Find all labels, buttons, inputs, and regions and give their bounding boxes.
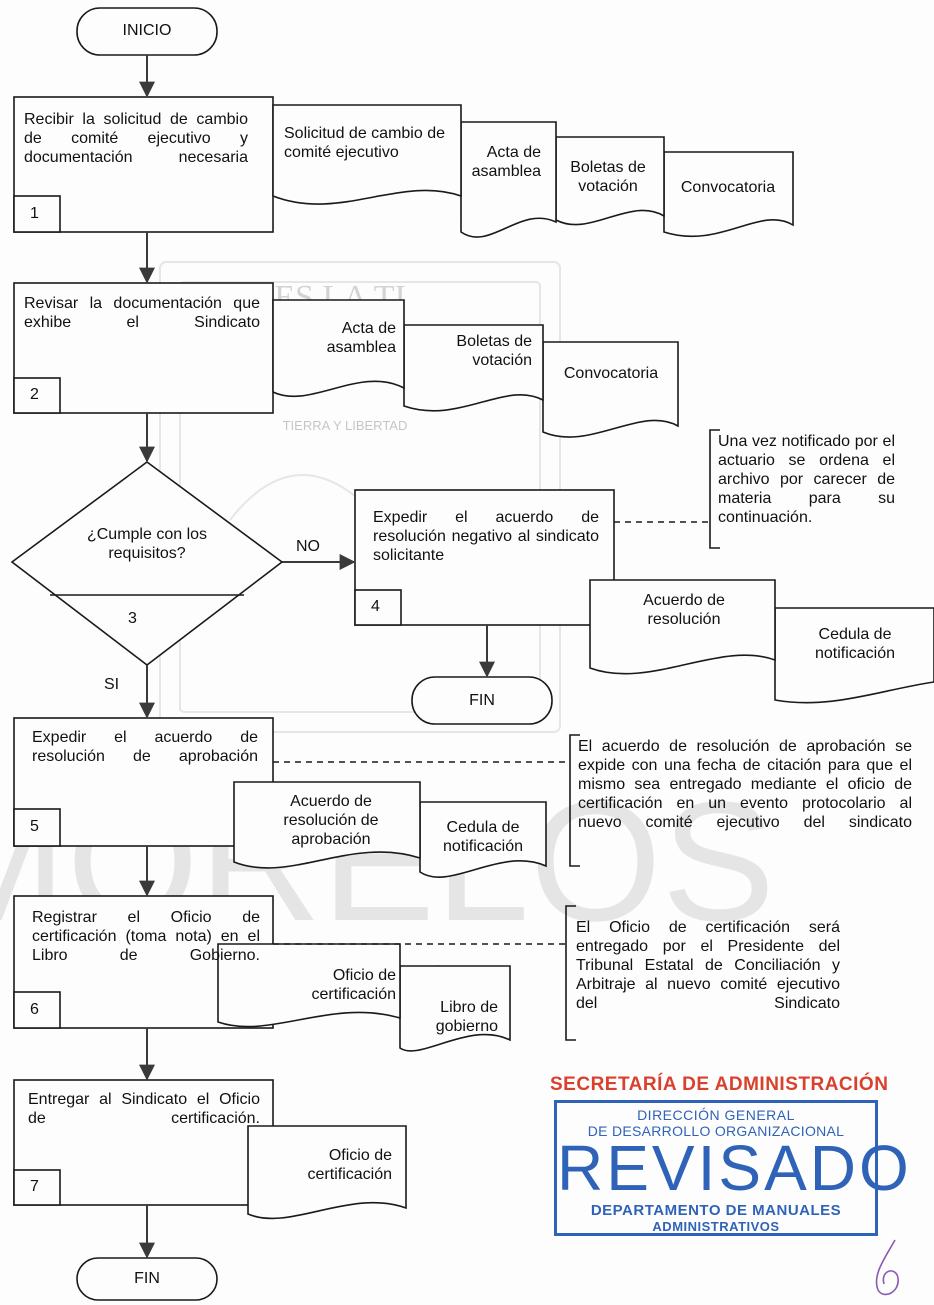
doc-step5-cedula: [419, 801, 547, 878]
note-bracket-5: [569, 734, 580, 867]
step-number-box-6: [13, 991, 61, 1029]
doc-step4-cedula-label: Cedula de notificación: [814, 626, 896, 662]
decision-number: 3: [128, 610, 137, 627]
step-4-number: 4: [371, 598, 380, 615]
doc-step1-convocatoria: [663, 151, 794, 238]
note-bracket-4: [709, 429, 720, 549]
doc-step1-acta-label: Acta de asamblea: [471, 144, 541, 180]
step-1-number: 1: [30, 205, 39, 222]
start-label: INICIO: [122, 22, 172, 39]
step-number-box-5: [13, 808, 61, 847]
stamp-line-3: DEPARTAMENTO DE MANUALES: [590, 1202, 842, 1219]
stamp-line-1: DIRECCIÓN GENERAL: [637, 1107, 795, 1123]
doc-step6-oficio: [217, 943, 401, 1028]
step-number-box-7: [13, 1169, 61, 1206]
doc-step5-acuerdo: [233, 781, 421, 869]
doc-step7-oficio: [247, 1125, 407, 1220]
doc-step2-convocatoria-label: Convocatoria: [563, 365, 659, 382]
doc-step7-oficio-label: Oficio de certificación: [307, 1147, 392, 1183]
step-number-box-2: [13, 377, 61, 414]
doc-step5-acuerdo-label: Acuerdo de resolución de aprobación: [283, 793, 379, 848]
doc-step6-libro-label: Libro de gobierno: [435, 999, 498, 1035]
stamp-revisado: REVISADO: [557, 1132, 912, 1204]
end-main-label: FIN: [134, 1270, 160, 1287]
step-2-number: 2: [30, 386, 39, 403]
doc-step1-acta: [460, 121, 557, 238]
step-1-text: Recibir la solicitud de cambio de comité…: [24, 111, 248, 166]
doc-step2-boletas-label: Boletas de votación: [456, 333, 532, 369]
step-7-text: Entregar al Sindicato el Oficio de certi…: [28, 1091, 260, 1127]
doc-step1-solicitud-label: Solicitud de cambio de comité ejecutivo: [284, 125, 445, 161]
decision-yes-label: SI: [104, 676, 120, 693]
doc-step2-convocatoria: [542, 341, 679, 438]
step-6-text: Registrar el Oficio de certificación (to…: [32, 909, 260, 964]
step-6-number: 6: [30, 1001, 39, 1018]
signature-mark: [875, 1239, 899, 1296]
step-number-box-4: [354, 589, 402, 626]
doc-step2-acta: [272, 299, 405, 398]
doc-step1-convocatoria-label: Convocatoria: [680, 179, 776, 196]
doc-step1-solicitud: [272, 104, 462, 205]
stamp-header: SECRETARÍA DE ADMINISTRACIÓN: [550, 1074, 889, 1095]
doc-step5-cedula-label: Cedula de notificación: [442, 819, 524, 855]
stamp-line-2: DE DESARROLLO ORGANIZACIONAL: [587, 1123, 845, 1139]
note-bracket-6: [565, 905, 576, 1041]
step-2-text: Revisar la documentación que exhibe el S…: [24, 295, 260, 331]
note-step-5: El acuerdo de resolución de aprobación s…: [578, 738, 912, 831]
stamp-line-4: ADMINISTRATIVOS: [652, 1219, 780, 1234]
doc-step2-boletas: [403, 324, 544, 412]
step-5-number: 5: [30, 818, 39, 835]
step-7-number: 7: [30, 1178, 39, 1195]
note-step-6: El Oficio de certificación será entregad…: [576, 919, 840, 1012]
doc-step4-acuerdo-label: Acuerdo de resolución: [643, 592, 725, 628]
doc-step6-libro: [399, 965, 511, 1052]
watermark-arc-text: TIERRA Y LIBERTAD: [283, 418, 408, 433]
doc-step4-acuerdo: [589, 579, 776, 675]
doc-step1-boletas-label: Boletas de votación: [570, 159, 646, 195]
step-5-text: Expedir el acuerdo de resolución de apro…: [32, 729, 258, 765]
step-number-box-1: [13, 195, 61, 233]
revisado-stamp: DIRECCIÓN GENERAL DE DESARROLLO ORGANIZA…: [554, 1100, 912, 1236]
doc-step6-oficio-label: Oficio de certificación: [311, 967, 396, 1003]
end-no-label: FIN: [469, 692, 495, 709]
doc-step1-boletas: [555, 136, 665, 226]
decision-no-label: NO: [296, 538, 320, 555]
note-step-4: Una vez notificado por el actuario se or…: [718, 433, 895, 526]
decision-diamond: [10, 461, 284, 667]
step-4-text: Expedir el acuerdo de resolución negativ…: [373, 509, 599, 564]
doc-step2-acta-label: Acta de asamblea: [326, 320, 396, 356]
decision-question: ¿Cumple con los requisitos?: [86, 526, 208, 562]
